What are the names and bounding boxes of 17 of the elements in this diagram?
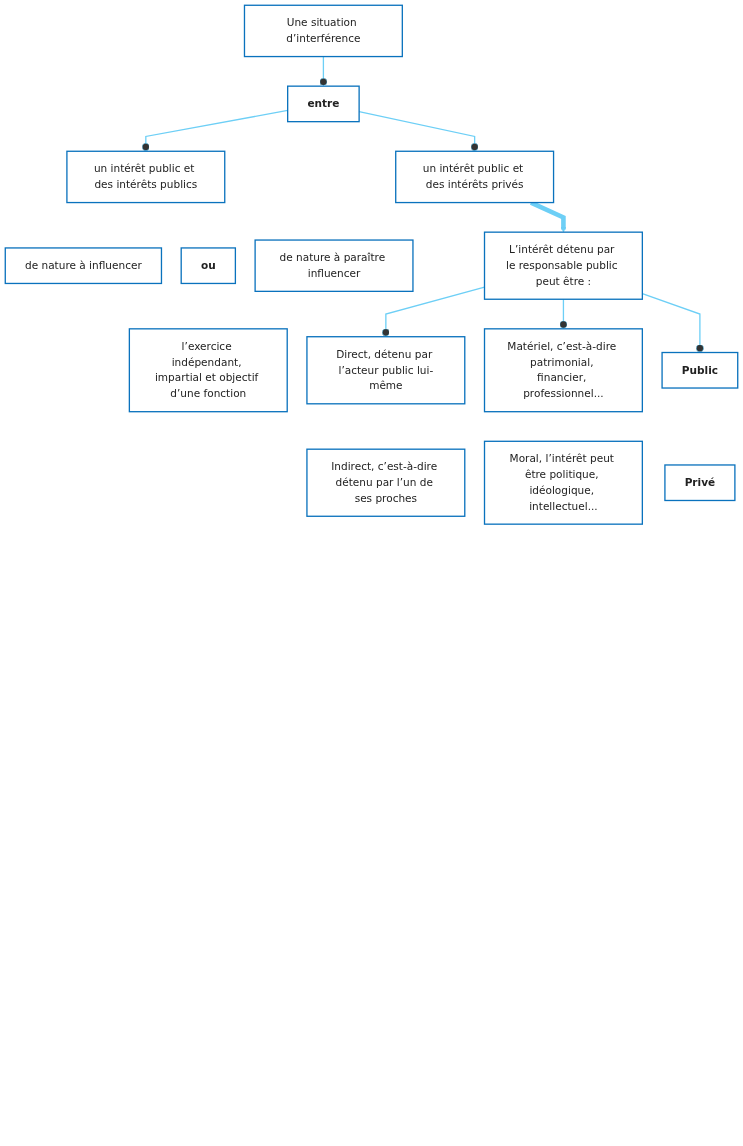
node-box: Matériel, c’est-à-dire patrimonial, financier, professionnel...: [483, 328, 643, 413]
node-box: entre: [287, 85, 360, 123]
node-box: Une situation d’interférence: [243, 4, 403, 58]
node-box: Indirect, c’est-à-dire détenu par l’un de ses proches: [306, 448, 466, 517]
node-box: Moral, l’intérêt peut être politique, idéologique, intellectuel...: [483, 440, 643, 525]
connector: [319, 55, 328, 87]
node-box: de nature à paraître influencer: [254, 239, 414, 292]
node-box: ou: [180, 247, 237, 285]
node-box: L’intérêt détenu par le responsable public peut être :: [483, 231, 643, 300]
node-box: Privé: [664, 464, 736, 502]
node-box: l’exercice indépendant, impartial et objectif d’une fonction: [128, 328, 288, 413]
node-box: Direct, détenu par l’acteur public lui-même: [306, 336, 466, 405]
node-box: un intérêt public et des intérêts publics: [66, 150, 226, 204]
node-box: Public: [661, 351, 739, 389]
node-box: de nature à influencer: [4, 247, 163, 285]
node-box: un intérêt public et des intérêts privés: [395, 150, 555, 204]
connector: [559, 298, 568, 330]
